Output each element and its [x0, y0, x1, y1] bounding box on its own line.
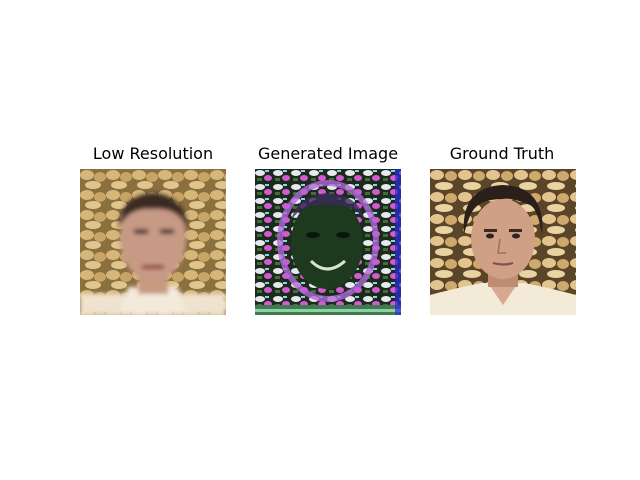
low-resolution-image [80, 169, 226, 315]
ground-truth-image [430, 169, 576, 315]
panel-title-ground-truth: Ground Truth [449, 144, 555, 163]
panel-title-low-resolution: Low Resolution [92, 144, 214, 163]
panel-title-generated-image: Generated Image [257, 144, 399, 163]
generated-image [255, 169, 401, 315]
